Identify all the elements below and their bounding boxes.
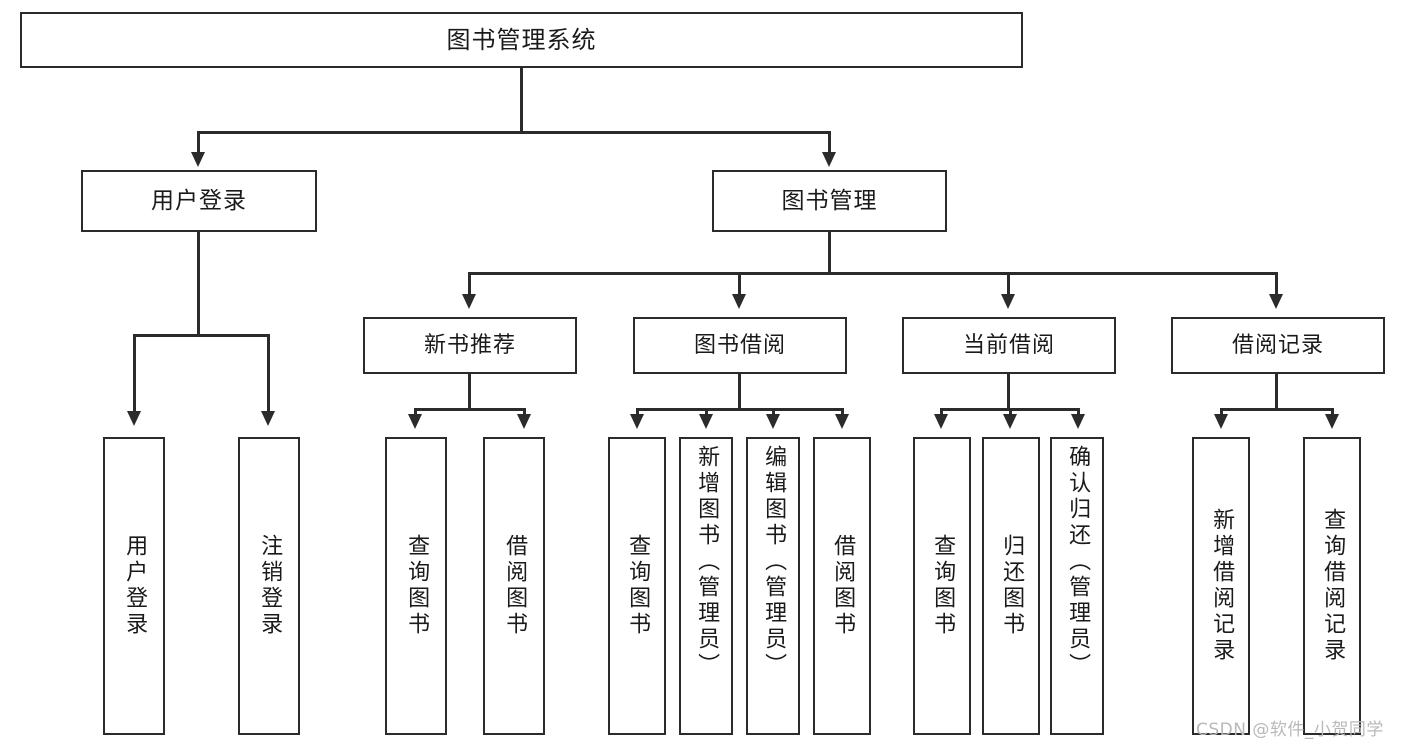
connector-borrow-records-drop-2 [1331,408,1334,416]
arrowhead-new-book-leaf-2 [517,414,531,429]
connector-borrow-records-drop-1 [1220,408,1223,416]
connector-level3-drop-1 [468,272,471,297]
arrowhead-to-borrow-records [1269,294,1283,309]
arrowhead-borrow-records-leaf-1 [1214,414,1228,429]
connector-book-borrow-drop-3 [772,408,775,416]
node-book-management[interactable]: 图书管理 [712,170,947,232]
connector-borrow-records-stem [1275,374,1278,410]
arrowhead-user-login-leaf-2 [261,411,275,426]
connector-user-login-drop-1 [133,334,136,414]
arrowhead-book-borrow-leaf-4 [835,414,849,429]
node-borrow-records[interactable]: 借阅记录 [1171,317,1385,374]
arrowhead-to-new-book [462,294,476,309]
node-root-book-management-system[interactable]: 图书管理系统 [20,12,1023,68]
leaf-new-book-query-book[interactable]: 查询图书 [385,437,447,735]
leaf-logout[interactable]: 注销登录 [238,437,300,735]
connector-level3-drop-2 [738,272,741,297]
arrowhead-user-login-leaf-1 [127,411,141,426]
node-user-login[interactable]: 用户登录 [81,170,317,232]
connector-book-borrow-drop-2 [705,408,708,416]
connector-current-borrow-drop-2 [1009,408,1012,416]
leaf-current-query-book[interactable]: 查询图书 [913,437,971,735]
leaf-current-confirm-return-admin[interactable]: 确认归还（管理员） [1050,437,1104,735]
connector-current-borrow-drop-1 [940,408,943,416]
arrowhead-to-user-login [191,152,205,167]
arrowhead-to-current-borrow [1001,294,1015,309]
arrowhead-new-book-leaf-1 [408,414,422,429]
connector-book-borrow-drop-1 [636,408,639,416]
connector-level3-drop-4 [1275,272,1278,297]
connector-level3-drop-3 [1007,272,1010,297]
arrowhead-current-borrow-leaf-3 [1071,414,1085,429]
connector-root-bus [197,131,831,134]
arrowhead-to-book-management [822,152,836,167]
arrowhead-current-borrow-leaf-1 [934,414,948,429]
connector-current-borrow-drop-3 [1077,408,1080,416]
leaf-records-query-borrow-record[interactable]: 查询借阅记录 [1303,437,1361,735]
arrowhead-book-borrow-leaf-1 [630,414,644,429]
node-current-borrow[interactable]: 当前借阅 [902,317,1116,374]
connector-book-borrow-drop-4 [841,408,844,416]
leaf-current-return-book[interactable]: 归还图书 [982,437,1040,735]
connector-book-borrow-bus [636,408,844,411]
connector-book-management-stem [828,232,831,274]
connector-user-login-bus [133,334,270,337]
arrowhead-to-book-borrow [732,294,746,309]
connector-level3-bus [468,272,1277,275]
arrowhead-current-borrow-leaf-2 [1003,414,1017,429]
arrowhead-book-borrow-leaf-2 [699,414,713,429]
leaf-borrow-query-book[interactable]: 查询图书 [608,437,666,735]
connector-current-borrow-stem [1007,374,1010,410]
connector-user-login-drop-2 [267,334,270,414]
connector-book-borrow-stem [738,374,741,410]
connector-new-book-bus [414,408,526,411]
leaf-borrow-add-book-admin[interactable]: 新增图书（管理员） [679,437,733,735]
leaf-borrow-borrow-book[interactable]: 借阅图书 [813,437,871,735]
leaf-user-login[interactable]: 用户登录 [103,437,165,735]
connector-new-book-drop-2 [523,408,526,416]
arrowhead-borrow-records-leaf-2 [1325,414,1339,429]
connector-new-book-stem [468,374,471,410]
node-new-book-recommendation[interactable]: 新书推荐 [363,317,577,374]
connector-borrow-records-bus [1220,408,1334,411]
connector-root-drop-right [828,131,831,155]
leaf-borrow-edit-book-admin[interactable]: 编辑图书（管理员） [746,437,800,735]
connector-root-stem [520,68,523,132]
node-book-borrow[interactable]: 图书借阅 [633,317,847,374]
connector-new-book-drop-1 [414,408,417,416]
connector-user-login-stem [197,232,200,335]
connector-root-drop-left [197,131,200,155]
leaf-new-book-borrow-book[interactable]: 借阅图书 [483,437,545,735]
leaf-records-add-borrow-record[interactable]: 新增借阅记录 [1192,437,1250,735]
arrowhead-book-borrow-leaf-3 [766,414,780,429]
